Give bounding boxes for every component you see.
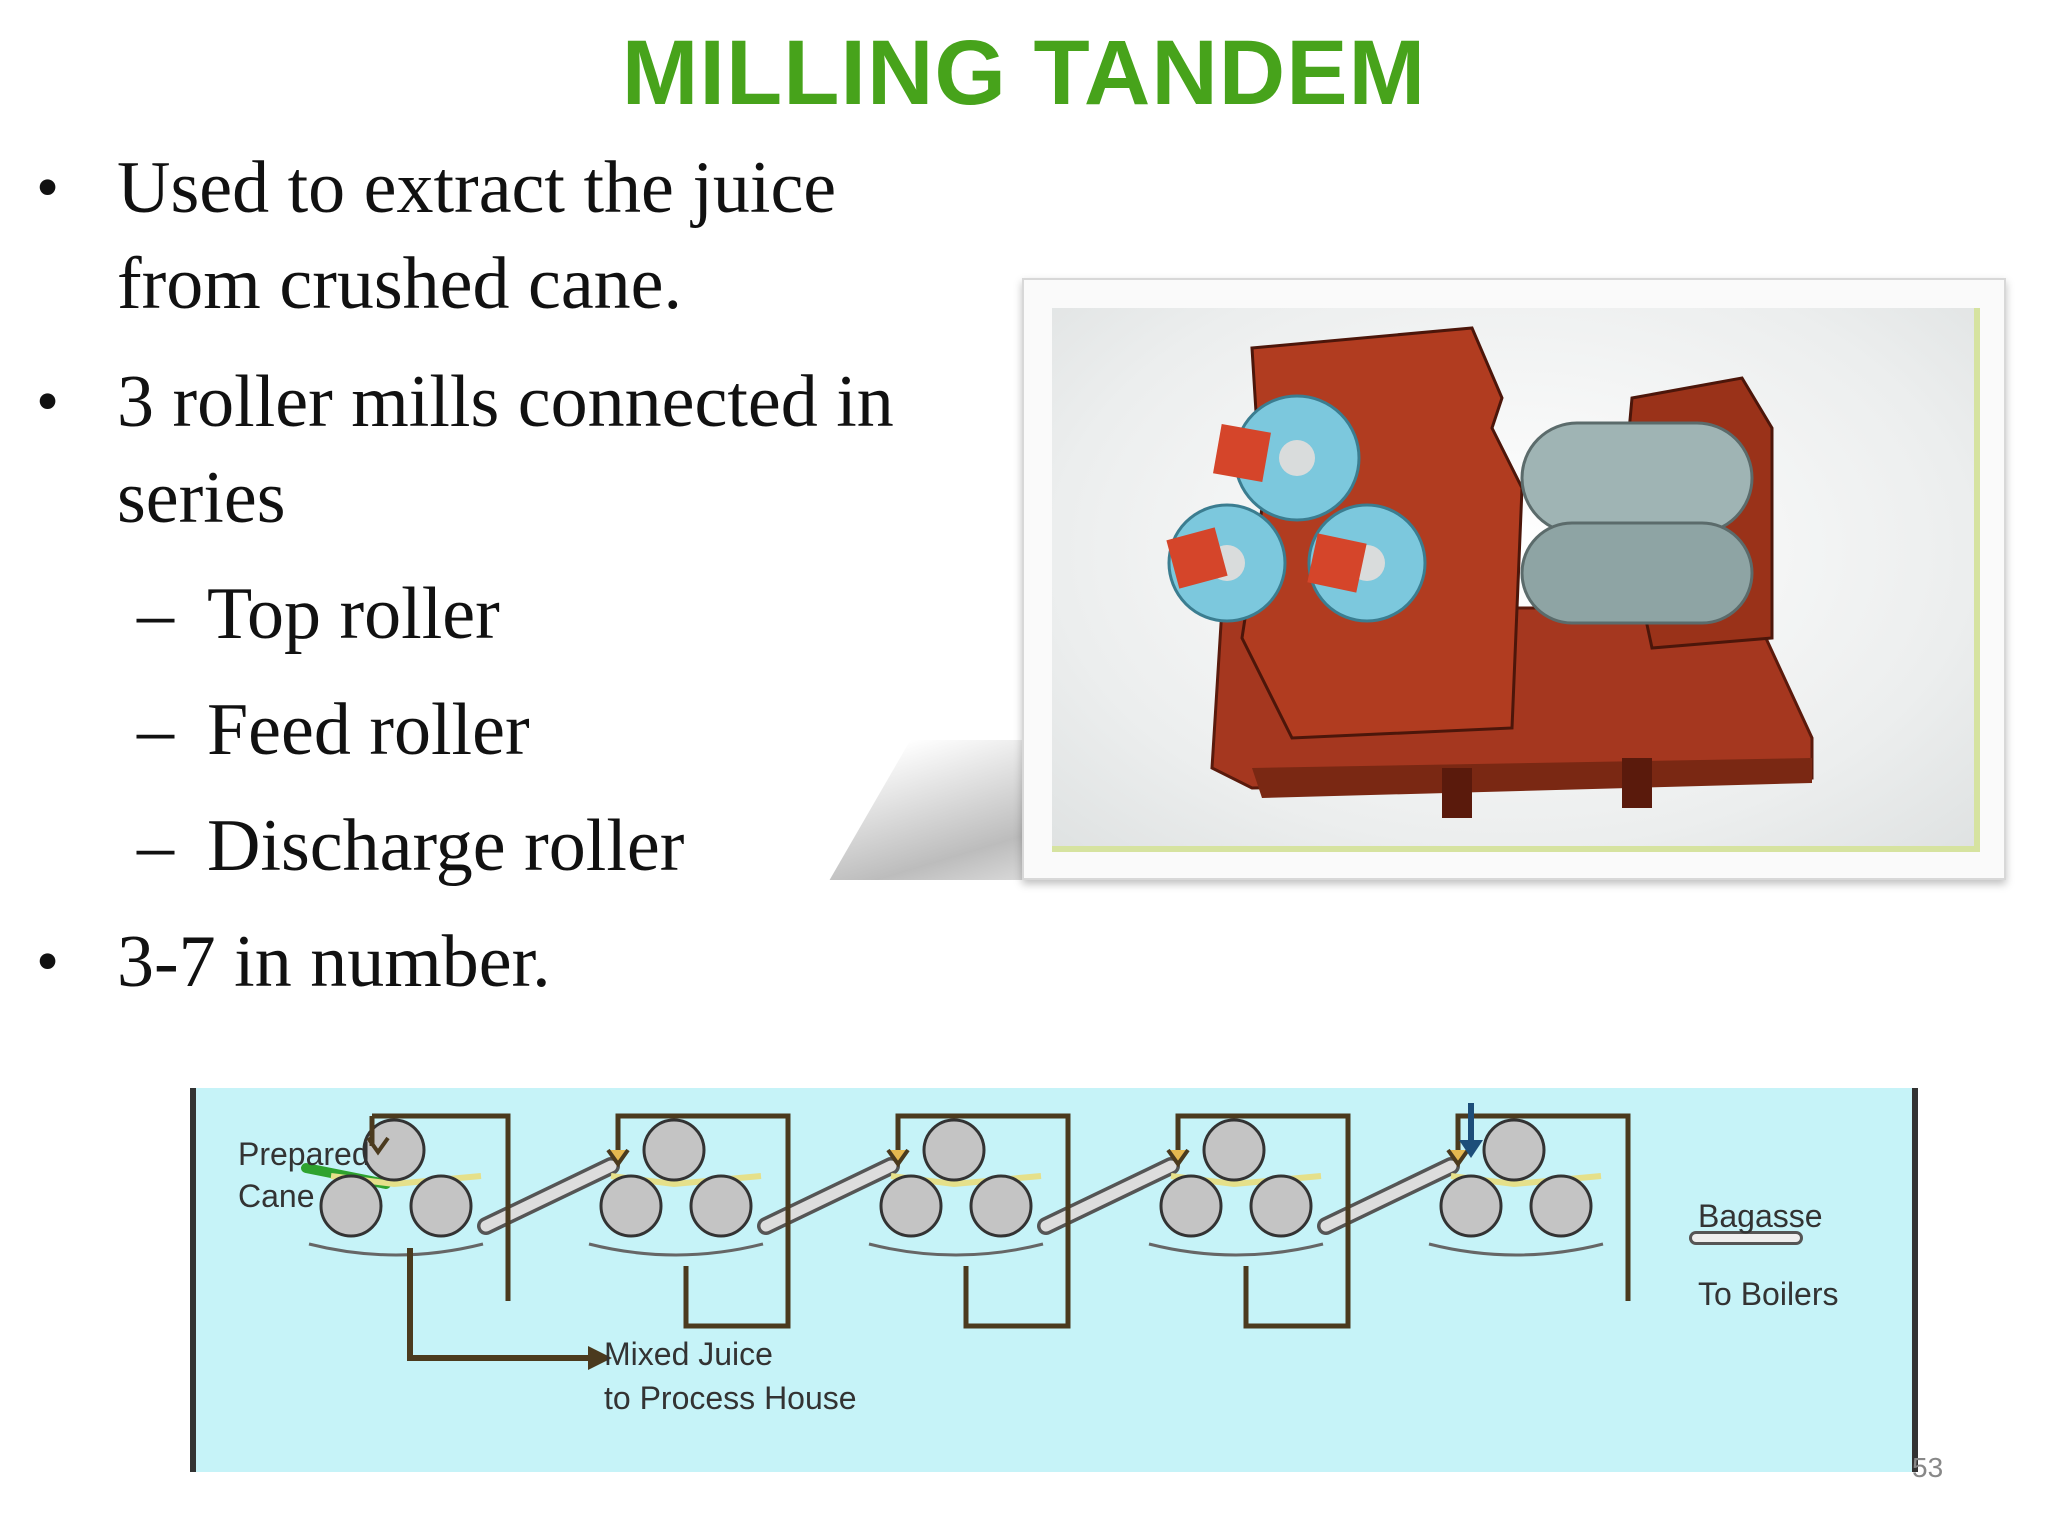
top-roller [1482, 1118, 1546, 1182]
juice-trough [308, 1242, 484, 1257]
sub-bullet-marker: – [137, 573, 174, 655]
bullet-text: 3 roller mills connected in [117, 361, 894, 443]
mixed-juice-line [407, 1248, 596, 1361]
intermediate-carrier-inner [480, 1160, 617, 1232]
feed-roller [599, 1174, 663, 1238]
juice-trough [868, 1242, 1044, 1257]
top-roller [362, 1118, 426, 1182]
juice-return-line [895, 1113, 1071, 1301]
milling-tandem-diagram: Prepared Cane Bagasse To Boilers Mixed J… [190, 1088, 1918, 1472]
bullet-marker: • [36, 151, 60, 224]
bullet-text: Used to extract the juice [117, 147, 837, 229]
feed-roller [319, 1174, 383, 1238]
page-number: 53 [1912, 1452, 1944, 1483]
imbibition-water-arrow [1459, 1140, 1483, 1158]
mill-photo [1052, 308, 1980, 852]
sub-bullet-marker: – [137, 805, 174, 887]
bullet-text: 3-7 in number. [117, 921, 551, 1003]
feed-roller [1439, 1174, 1503, 1238]
mixed-juice-label: Mixed Juice [604, 1336, 773, 1372]
juice-loop-line [963, 1266, 1071, 1329]
bullet-text: series [117, 457, 286, 539]
mixed-juice-arrow [588, 1346, 612, 1370]
process-house-label: to Process House [604, 1380, 857, 1416]
prepared-cane-label: Prepared [238, 1136, 370, 1172]
intermediate-carrier-inner [1320, 1160, 1457, 1232]
mill-photo-frame [1022, 278, 2006, 880]
bullet-marker: • [36, 925, 60, 998]
discharge-roller [1529, 1174, 1593, 1238]
top-roller [642, 1118, 706, 1182]
discharge-roller [409, 1174, 473, 1238]
top-roller [922, 1118, 986, 1182]
intermediate-carrier-inner [1040, 1160, 1177, 1232]
bullet-text: from crushed cane. [117, 243, 683, 325]
top-roller [1202, 1118, 1266, 1182]
discharge-roller [689, 1174, 753, 1238]
feed-roller [879, 1174, 943, 1238]
feed-roller [1159, 1174, 1223, 1238]
juice-trough [1428, 1242, 1604, 1257]
sub-bullet-text: Top roller [207, 573, 500, 655]
juice-return-arrow [1446, 1148, 1470, 1168]
three-roller-mill-icon [1166, 326, 1814, 818]
intermediate-carrier-inner [760, 1160, 897, 1232]
juice-return-arrow [1166, 1148, 1190, 1168]
sub-bullet-text: Feed roller [207, 689, 530, 771]
sub-bullet-marker: – [137, 689, 174, 771]
bagasse-label: Bagasse [1698, 1198, 1823, 1234]
juice-return-arrow [606, 1148, 630, 1168]
juice-trough [1148, 1242, 1324, 1257]
juice-return-line [615, 1113, 791, 1301]
discharge-roller [969, 1174, 1033, 1238]
discharge-roller [1249, 1174, 1313, 1238]
prepared-cane-label: Cane [238, 1178, 315, 1214]
first-juice-line [372, 1113, 511, 1301]
bullet-marker: • [36, 365, 60, 438]
juice-return-line [1455, 1113, 1631, 1301]
juice-trough [588, 1242, 764, 1257]
to-boilers-label: To Boilers [1698, 1276, 1839, 1312]
juice-return-arrow [886, 1148, 910, 1168]
juice-return-line [1175, 1113, 1351, 1301]
juice-loop-line [1243, 1266, 1351, 1329]
cane-arrow [366, 1136, 390, 1156]
tandem-flow-svg [301, 1103, 1803, 1370]
sub-bullet-text: Discharge roller [207, 805, 685, 887]
slide-title: MILLING TANDEM [621, 22, 1427, 124]
juice-loop-line [683, 1266, 791, 1329]
